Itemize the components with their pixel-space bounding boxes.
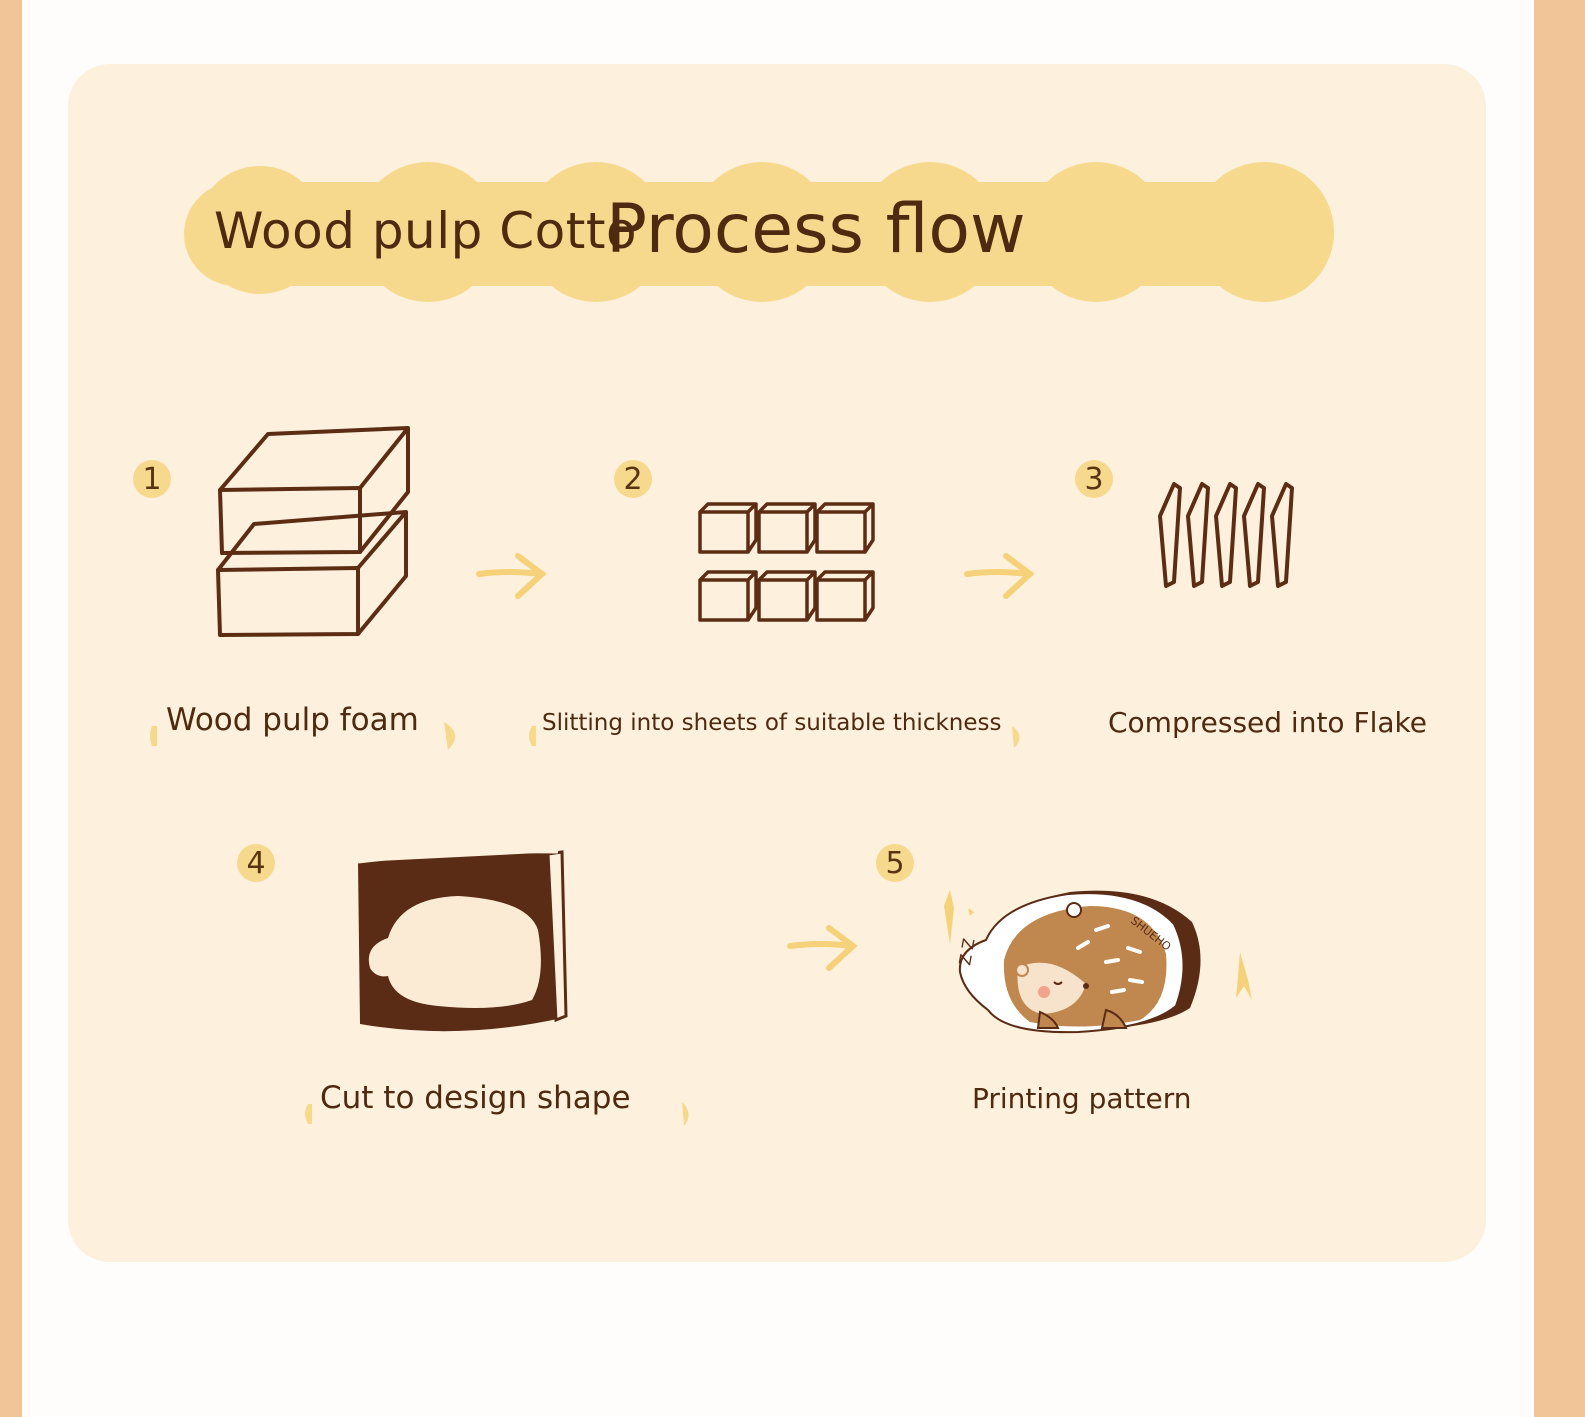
- step-1-badge: 1: [133, 460, 171, 498]
- step-3-badge: 3: [1075, 460, 1113, 498]
- title-banner: [184, 162, 1334, 302]
- step-2-label: Slitting into sheets of suitable thickne…: [542, 710, 1002, 736]
- cube-shape: [757, 570, 817, 622]
- label-pill: [150, 722, 456, 750]
- label-pill: [305, 1102, 689, 1126]
- step-5-label: Printing pattern: [972, 1082, 1192, 1115]
- step-5-badge: 5: [876, 844, 914, 882]
- title-prefix: Wood pulp Cotto: [214, 202, 638, 260]
- sleep-text: Z Z: [955, 937, 978, 967]
- step-3-label: Compressed into Flake: [1108, 706, 1427, 739]
- cube-shape: [698, 502, 758, 554]
- hedgehog-sponge-icon: SHUEHO Z Z: [944, 890, 1252, 1034]
- step-1-label: Wood pulp foam: [166, 702, 419, 738]
- flakes-icon: [1158, 482, 1294, 588]
- arrow-right-icon: [476, 553, 547, 599]
- page-title: Process flow: [606, 190, 1026, 269]
- label-pill: [529, 726, 1020, 748]
- cube-shape: [698, 570, 758, 622]
- stacked-blocks-icon: [216, 426, 410, 637]
- step-2-badge: 2: [614, 460, 652, 498]
- cube-shape: [815, 570, 875, 622]
- cubes-icon: [698, 502, 875, 622]
- cube-shape: [757, 502, 817, 554]
- cube-shape: [815, 502, 875, 554]
- step-4-badge: 4: [237, 844, 275, 882]
- arrow-right-icon: [787, 925, 858, 971]
- arrow-right-icon: [964, 553, 1035, 599]
- cut-frame-icon: [357, 850, 568, 1032]
- step-4-label: Cut to design shape: [320, 1080, 631, 1116]
